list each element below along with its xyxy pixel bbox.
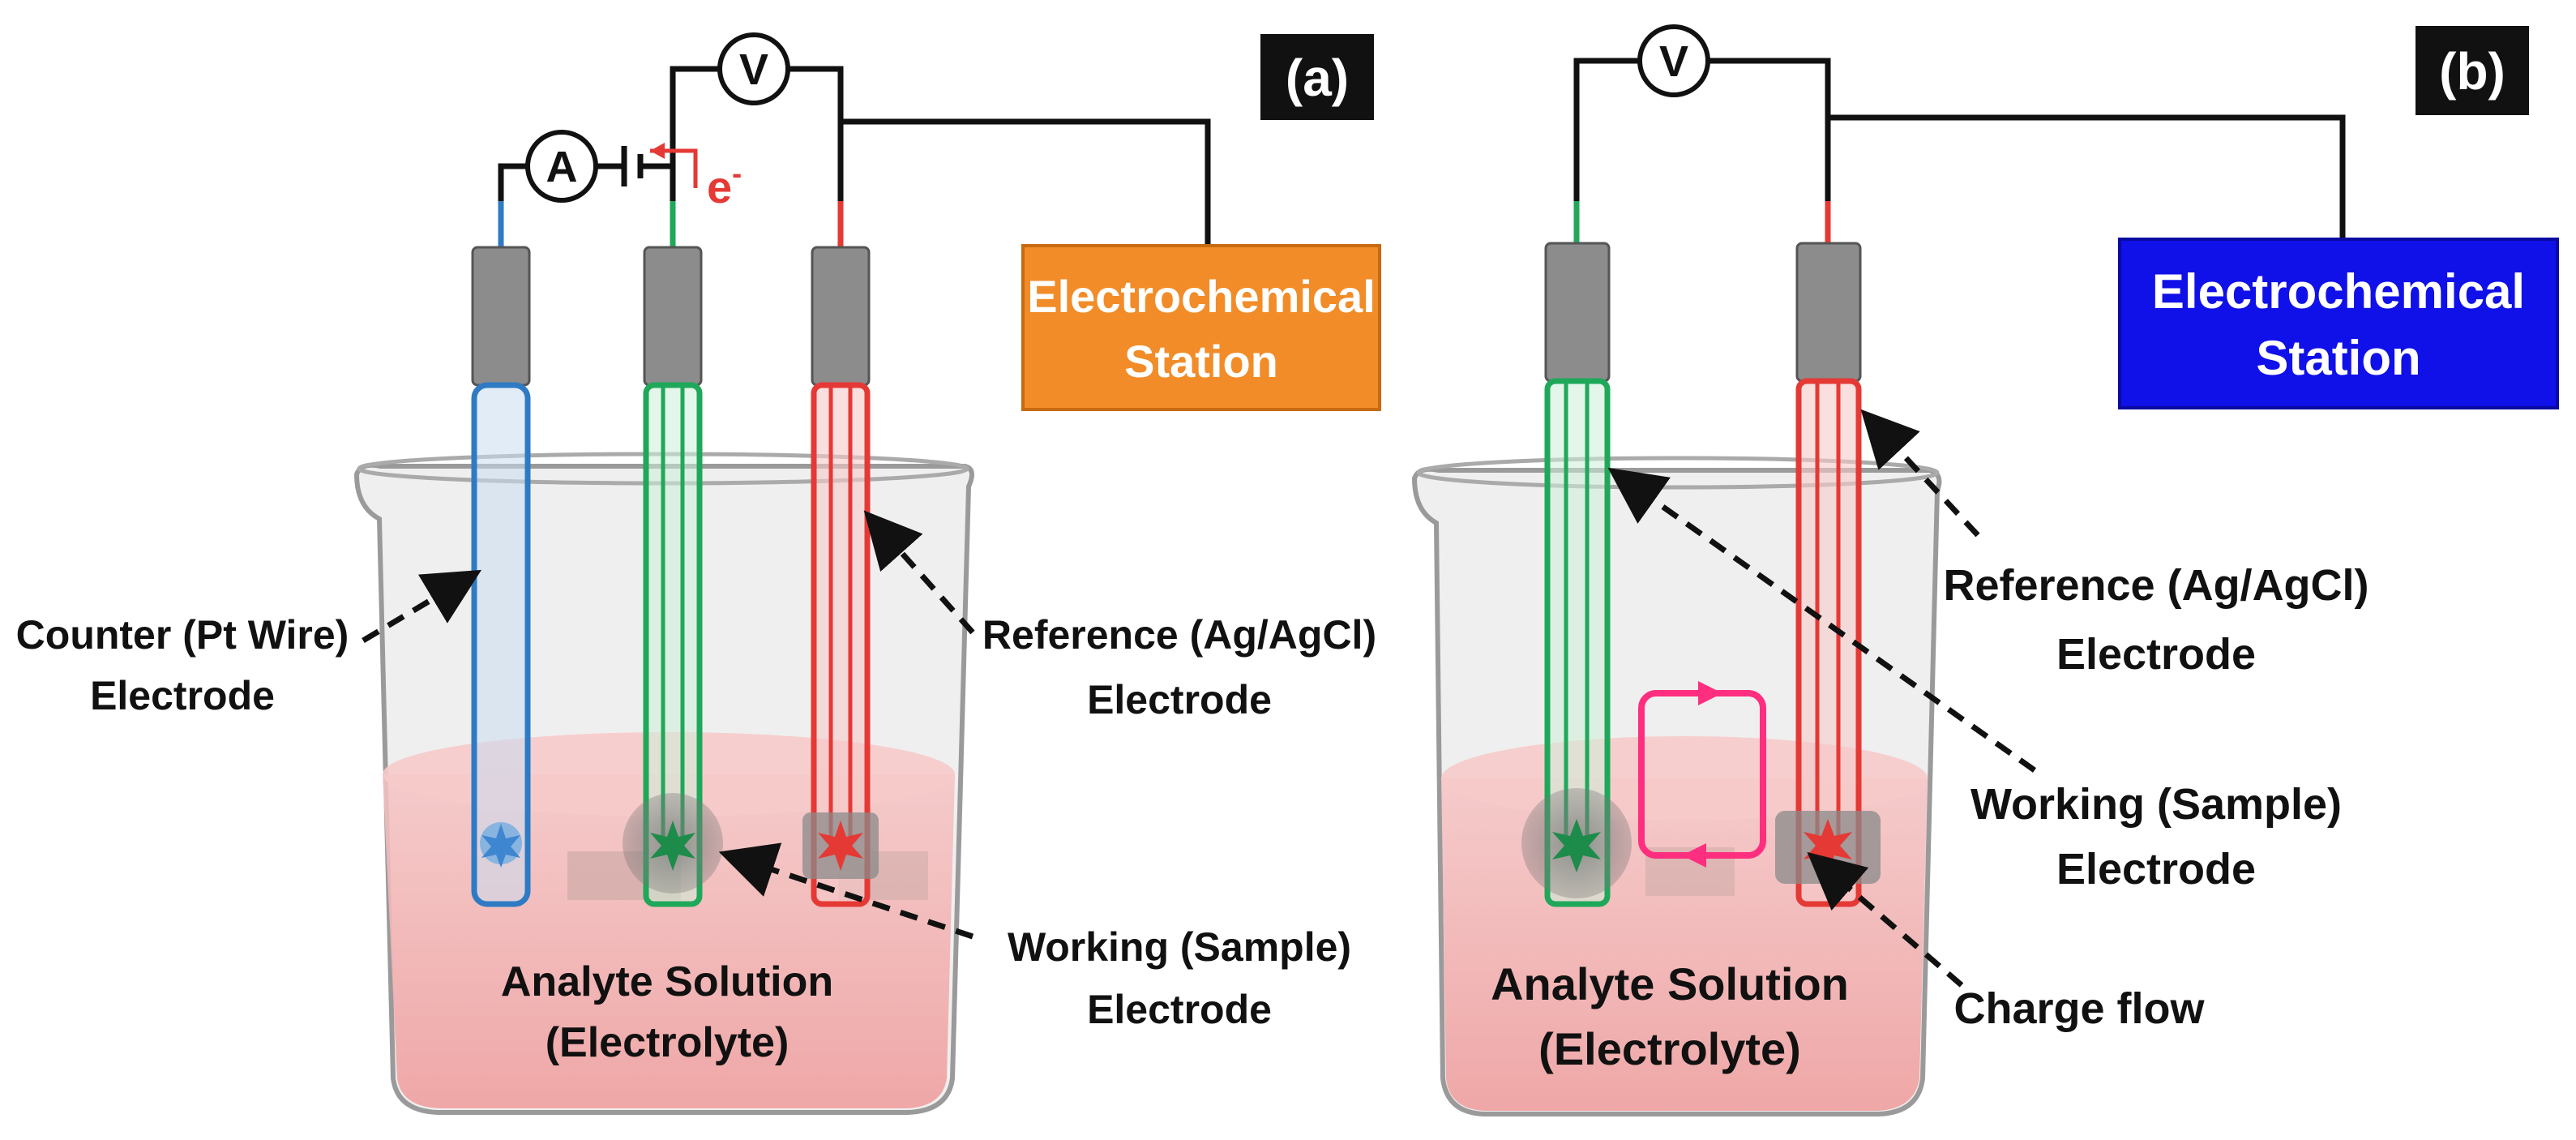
counter-electrode-a: [471, 199, 531, 907]
panel-tag-a-text: (a): [1286, 49, 1349, 107]
working-label-b-line1: Working (Sample): [1971, 780, 2342, 829]
solution-label-a-line2: (Electrolyte): [546, 1019, 789, 1066]
voltmeter-label-a: V: [739, 45, 768, 94]
counter-label-line2: Electrode: [90, 673, 275, 718]
charge-flow-loop: [1638, 681, 1766, 868]
charge-flow-label-text: Charge flow: [1953, 984, 2205, 1033]
reference-label-a-line2: Electrode: [1087, 677, 1272, 722]
working-label-b-line2: Electrode: [2056, 845, 2256, 894]
station-a-line1: Electrochemical: [1027, 271, 1376, 322]
ammeter-a: A: [525, 130, 598, 203]
solution-label-b-line1: Analyte Solution: [1491, 958, 1849, 1009]
reference-label-b-line2: Electrode: [2056, 630, 2256, 679]
ammeter-label: A: [546, 143, 578, 191]
electron-symbol: e-: [707, 156, 742, 212]
voltmeter-b: V: [1637, 24, 1710, 97]
charge-flow-label: Charge flow: [1807, 851, 2206, 1033]
solution-label-a: Analyte Solution (Electrolyte): [501, 958, 833, 1066]
reference-label-b-line1: Reference (Ag/AgCl): [1943, 561, 2368, 610]
reference-electrode-a: [802, 199, 879, 907]
solution-label-b: Analyte Solution (Electrolyte): [1491, 958, 1849, 1074]
station-b-line2: Station: [2256, 331, 2420, 385]
reference-label-a: Reference (Ag/AgCl) Electrode: [863, 510, 1376, 722]
working-electrode-b: [1521, 199, 1632, 907]
panel-tag-b-text: (b): [2439, 42, 2505, 101]
solution-label-b-line2: (Electrolyte): [1538, 1023, 1801, 1074]
voltmeter-a: V: [717, 32, 790, 105]
circuit-wires-b: [1573, 58, 2346, 239]
station-b-line1: Electrochemical: [2152, 264, 2525, 319]
panel-tag-b: (b): [2416, 26, 2529, 115]
panel-tag-a: (a): [1260, 34, 1374, 120]
reference-label-b: Reference (Ag/AgCl) Electrode: [1860, 409, 2369, 679]
reference-label-a-line1: Reference (Ag/AgCl): [982, 612, 1376, 658]
electron-flow-arrow: e-: [650, 143, 742, 212]
working-label-a: Working (Sample) Electrode: [718, 842, 1351, 1032]
panel-b: V (b) Electrochemical Station Reference …: [1411, 24, 2559, 1116]
working-label-a-line1: Working (Sample): [1008, 924, 1351, 970]
voltmeter-label-b: V: [1659, 37, 1688, 86]
station-a-line2: Station: [1124, 336, 1278, 387]
counter-label-a: Counter (Pt Wire) Electrode: [16, 569, 482, 718]
working-electrode-a: [623, 199, 723, 907]
working-label-b: Working (Sample) Electrode: [1607, 467, 2342, 894]
solution-label-a-line1: Analyte Solution: [501, 958, 833, 1005]
electrochemical-station-b: Electrochemical Station: [2118, 238, 2559, 409]
working-label-a-line2: Electrode: [1087, 987, 1272, 1032]
circuit-wires-a: [498, 66, 1211, 247]
electrochemical-station-a: Electrochemical Station: [1021, 244, 1381, 411]
counter-label-line1: Counter (Pt Wire): [16, 612, 349, 658]
panel-a: A V e- (a) Electrochemical Station Count…: [16, 32, 1381, 1115]
